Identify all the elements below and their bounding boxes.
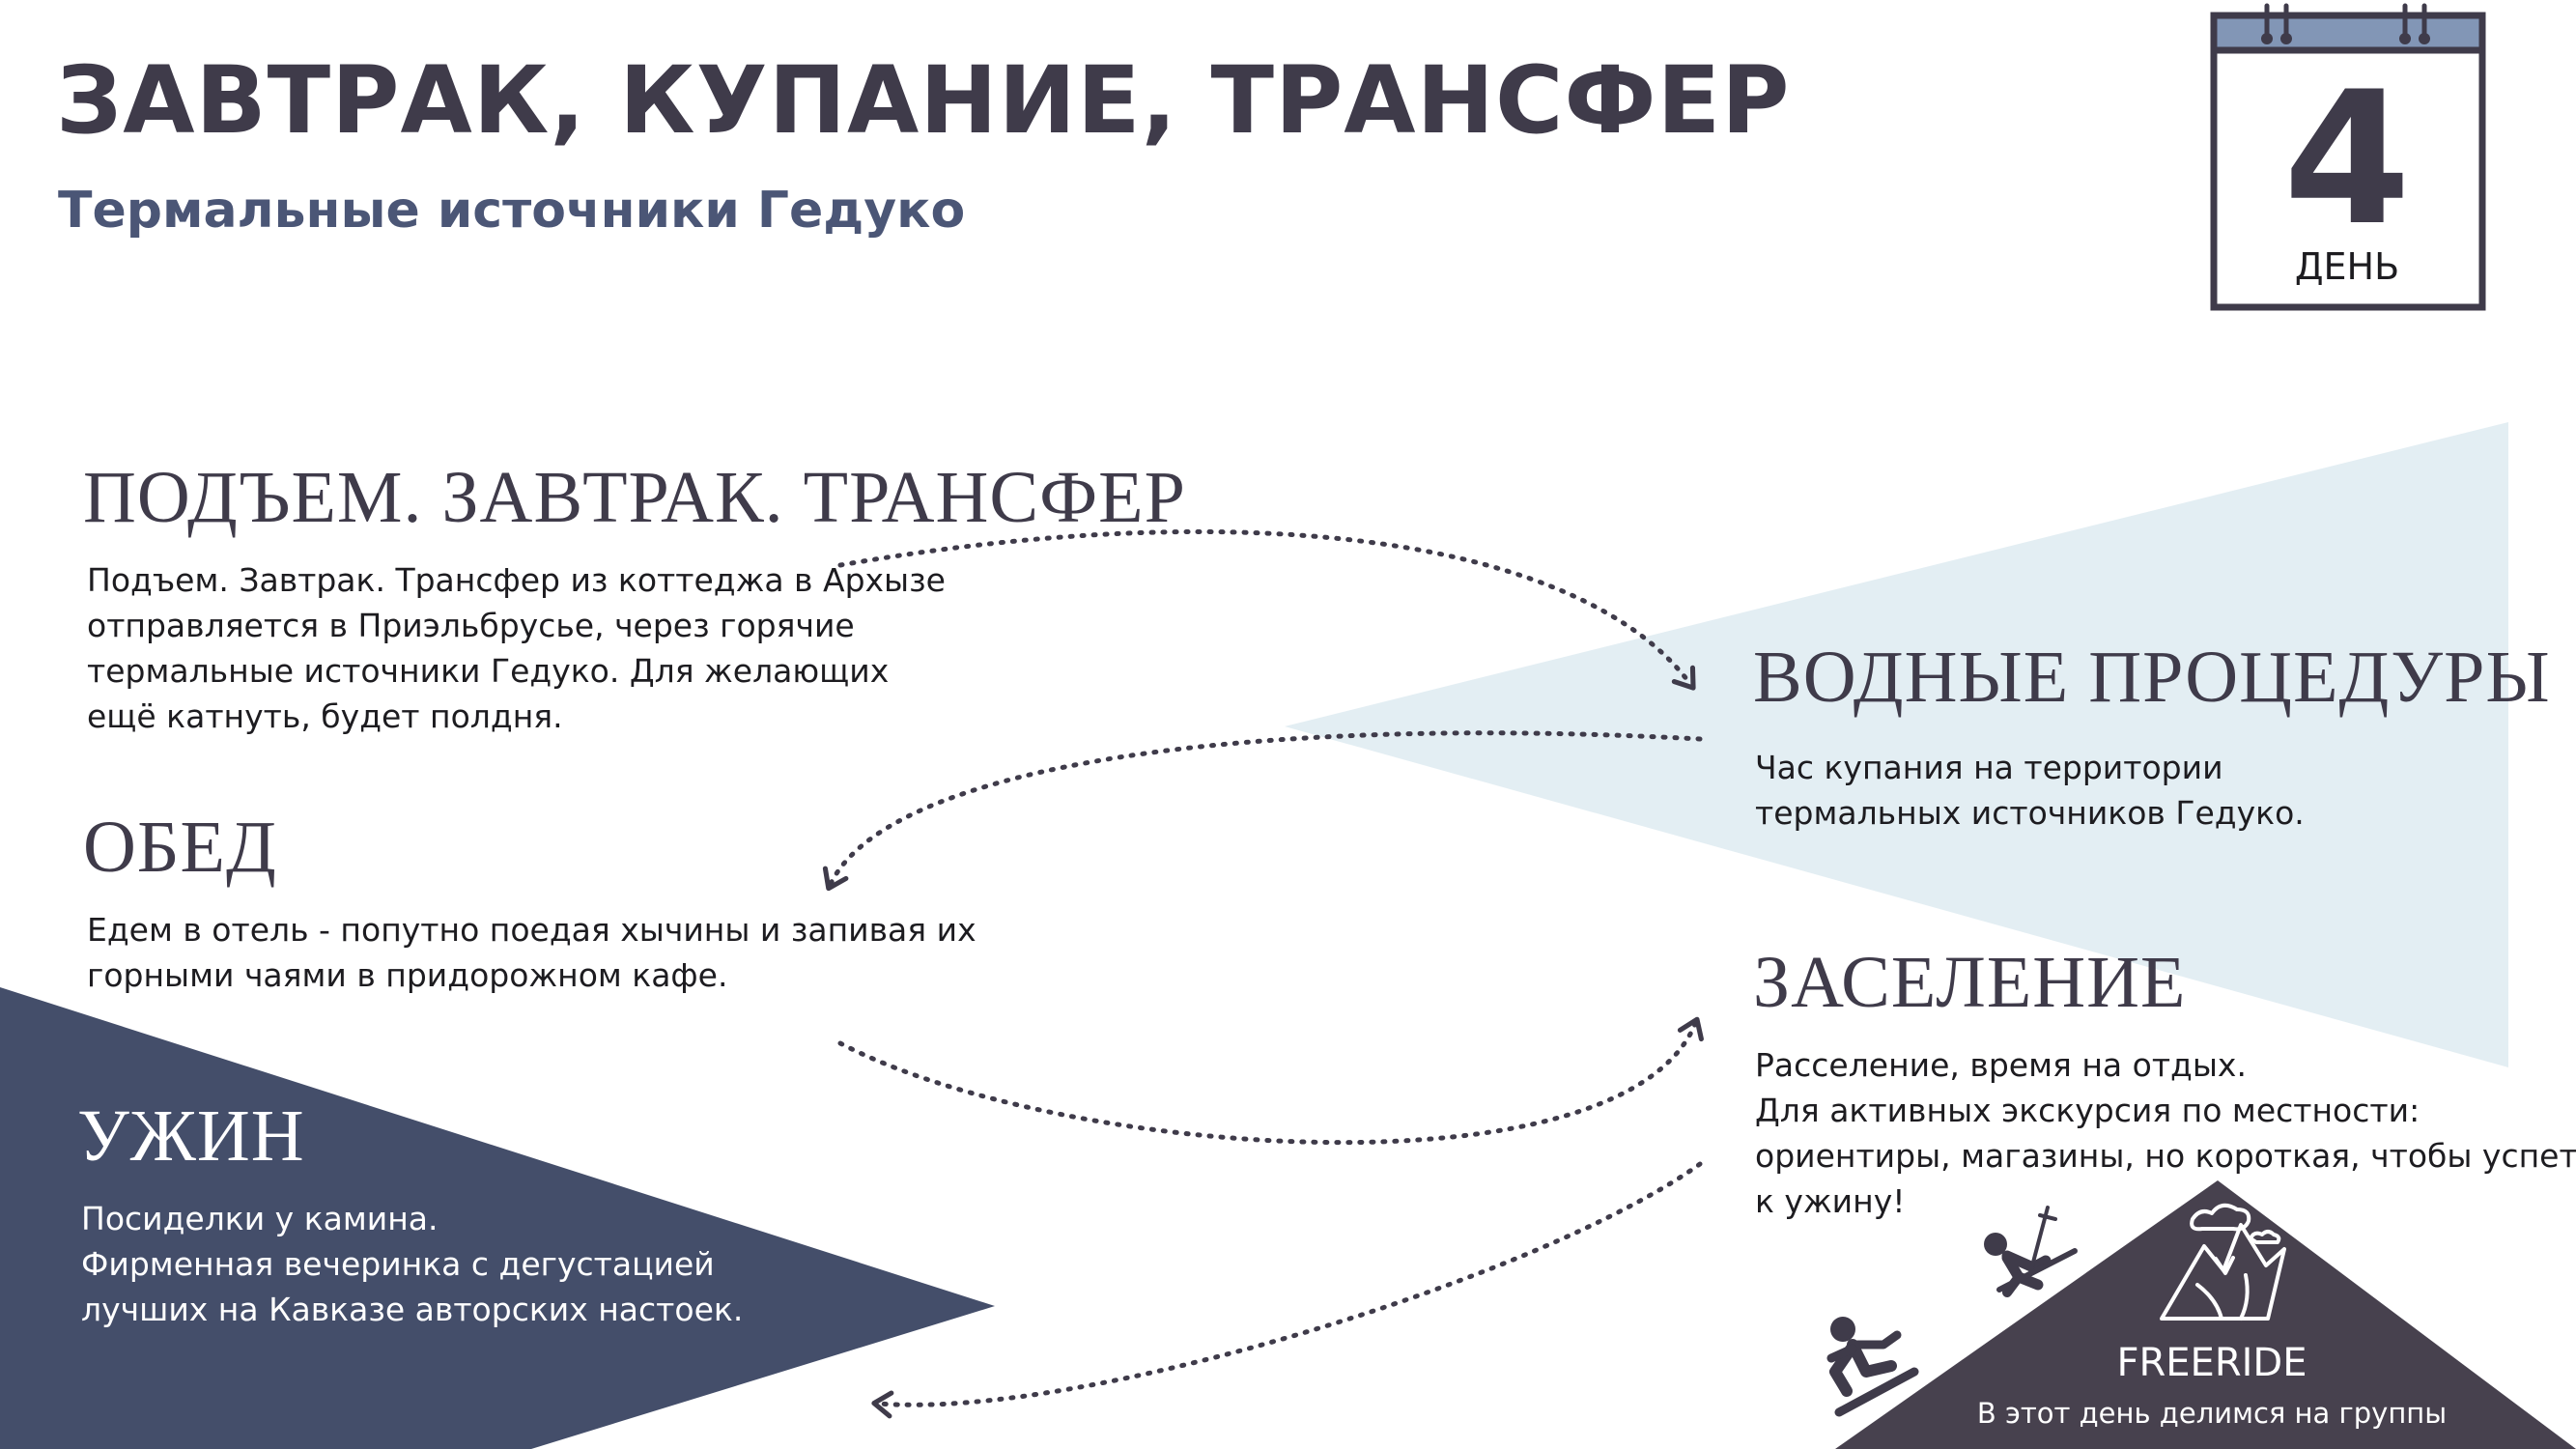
arrow-lunch-to-checkin xyxy=(837,1016,1704,1146)
section-water-text: Час купания на территории термальных ист… xyxy=(1755,745,2551,836)
light-blue-triangle xyxy=(1285,422,2508,1067)
section-morning-line: ещё катнуть, будет полдня. xyxy=(87,697,563,735)
section-checkin-line: ориентиры, магазины, но короткая, чтобы … xyxy=(1755,1137,2576,1175)
section-morning-title: ПОДЪЕМ. ЗАВТРАК. ТРАНСФЕР xyxy=(83,457,1186,538)
section-checkin-line: Для активных экскурсия по местности: xyxy=(1755,1092,2420,1129)
calendar-icon xyxy=(2210,3,2486,311)
calendar-day-label: ДЕНЬ xyxy=(2294,245,2400,288)
navy-triangle xyxy=(0,987,995,1449)
section-dinner-line: лучших на Кавказе авторских настоек. xyxy=(81,1291,744,1328)
section-morning: ПОДЪЕМ. ЗАВТРАК. ТРАНСФЕР Подъем. Завтра… xyxy=(83,456,1186,739)
section-checkin-text: Расселение, время на отдых. Для активных… xyxy=(1755,1042,2576,1224)
section-dinner-text: Посиделки у камина. Фирменная вечеринка … xyxy=(81,1196,743,1332)
section-water-title: ВОДНЫЕ ПРОЦЕДУРЫ xyxy=(1753,637,2551,718)
freeride-title: FREERIDE xyxy=(2116,1341,2307,1385)
section-lunch-line: Едем в отель - попутно поедая хычины и з… xyxy=(87,911,977,949)
snowboarder-icon xyxy=(1826,1317,1919,1417)
section-morning-line: термальные источники Гедуко. Для желающи… xyxy=(87,652,890,690)
section-morning-text: Подъем. Завтрак. Трансфер из коттеджа в … xyxy=(87,557,1186,739)
section-lunch: ОБЕД Едем в отель - попутно поедая хычин… xyxy=(83,806,977,998)
section-lunch-text: Едем в отель - попутно поедая хычины и з… xyxy=(87,907,977,998)
section-water-line: Час купания на территории xyxy=(1755,749,2223,786)
section-water-line: термальных источников Гедуко. xyxy=(1755,794,2305,832)
arrow-morning-to-water xyxy=(837,528,1696,691)
section-lunch-title: ОБЕД xyxy=(83,807,277,888)
section-dinner-line: Фирменная вечеринка с дегустацией xyxy=(81,1245,715,1283)
section-checkin-line: Расселение, время на отдых. xyxy=(1755,1046,2247,1084)
section-lunch-line: горными чаями в придорожном кафе. xyxy=(87,956,728,994)
arrow-water-to-lunch xyxy=(822,730,1703,892)
section-morning-line: отправляется в Приэльбрусье, через горяч… xyxy=(87,607,855,644)
section-dinner-title: УЖИН xyxy=(77,1095,305,1177)
section-checkin-title: ЗАСЕЛЕНИЕ xyxy=(1753,942,2187,1023)
section-water: ВОДНЫЕ ПРОЦЕДУРЫ Час купания на территор… xyxy=(1753,636,2551,836)
page-title: ЗАВТРАК, КУПАНИЕ, ТРАНСФЕР xyxy=(56,46,1791,155)
skier-icon xyxy=(1984,1206,2078,1297)
mountain-icon xyxy=(2160,1203,2286,1321)
calendar-day-number: 4 xyxy=(2282,52,2412,266)
section-dinner-line: Посиделки у камина. xyxy=(81,1200,439,1237)
freeride-text: В этот день делимся на группы xyxy=(1976,1397,2448,1430)
section-checkin: ЗАСЕЛЕНИЕ Расселение, время на отдых. Дл… xyxy=(1753,941,2576,1224)
section-dinner: УЖИН Посиделки у камина. Фирменная вечер… xyxy=(77,1094,743,1332)
arrow-checkin-to-dinner xyxy=(871,1161,1703,1419)
page-subtitle: Термальные источники Гедуко xyxy=(58,182,966,240)
freeride-triangle xyxy=(1835,1180,2576,1449)
section-checkin-line: к ужину! xyxy=(1755,1182,1906,1220)
section-morning-line: Подъем. Завтрак. Трансфер из коттеджа в … xyxy=(87,561,946,599)
